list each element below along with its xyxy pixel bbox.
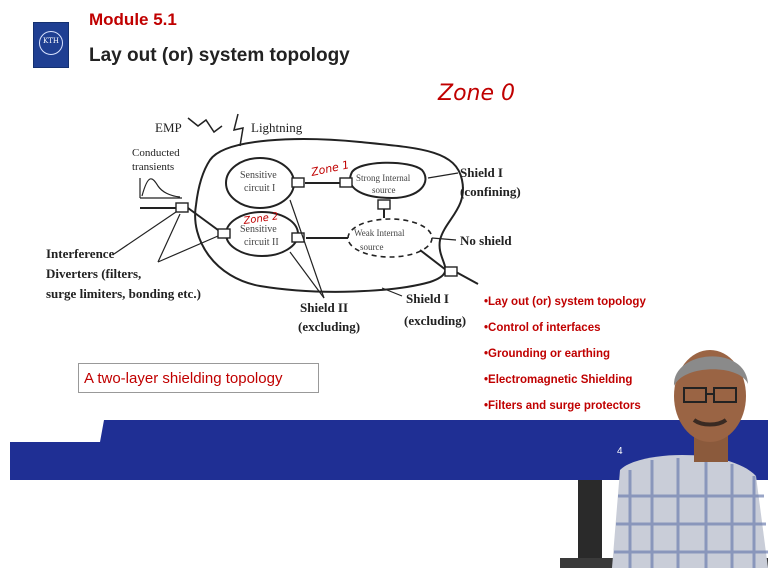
bullet-item: •Lay out (or) system topology (484, 296, 646, 308)
weak-source-line1: Weak Internal (354, 228, 405, 238)
arrow-shield1-excluding (381, 287, 403, 297)
diverters-line3: surge limiters, bonding etc.) (46, 286, 201, 301)
sensitive-circuit-1-line2: circuit I (244, 183, 275, 194)
footer-band (10, 420, 768, 480)
arrow-shield1-confining (427, 172, 459, 179)
diverter-box (291, 232, 305, 243)
emp-wave (187, 117, 223, 134)
diverter-box (444, 266, 458, 277)
diverter-box (217, 228, 231, 239)
sensitive-circuit-2-line1: Sensitive (240, 224, 277, 235)
slide-title: Lay out (or) system topology (89, 45, 350, 66)
diverter-connectors (175, 177, 458, 277)
diverter-box (291, 177, 305, 188)
diverters-line2: Diverters (filters, (46, 266, 141, 281)
arrow-no-shield (431, 237, 457, 241)
sensitive-circuit-2-line2: circuit II (244, 237, 279, 248)
module-label: Module 5.1 (89, 10, 177, 29)
diverter-box (377, 199, 391, 210)
sensitive-circuit-1-line1: Sensitive (240, 170, 277, 181)
page-number: 4 (617, 446, 623, 457)
presenter-video (560, 350, 768, 568)
outer-shield-I (194, 138, 464, 293)
strong-source-shield (349, 161, 427, 200)
no-shield-label: No shield (460, 233, 512, 248)
shield1-excluding-line1: Shield I (406, 291, 449, 306)
bullet-item: •Control of interfaces (484, 322, 601, 334)
handwritten-zone0: Zone 0 (437, 81, 515, 106)
wiring (140, 182, 479, 285)
handwritten-zone1: Zone 1 (309, 158, 350, 179)
logo-seal-icon (39, 31, 63, 55)
kth-logo: KTH (33, 22, 69, 68)
arrows-diverters (113, 211, 219, 263)
shield2-line1: Shield II (300, 300, 348, 315)
shielding-diagram: Zone 0 EMP Lightning Conducted transient… (46, 81, 521, 334)
diverter-box (175, 202, 189, 213)
conducted-label-line2: transients (132, 161, 174, 173)
bullet-item: •Filters and surge protectors (484, 400, 641, 412)
logo-text: KTH (42, 37, 59, 45)
bullet-item: •Electromagnetic Shielding (484, 374, 633, 386)
strong-source-line1: Strong Internal (356, 173, 411, 183)
diverters-line1: Interference (46, 246, 115, 261)
caption-box (78, 363, 319, 393)
shield2-line2: (excluding) (298, 319, 360, 334)
arrows-shield2 (289, 199, 325, 299)
shield1-confining-line2: (confining) (460, 184, 521, 199)
bullet-item: •Grounding or earthing (484, 348, 611, 360)
caption-text: A two-layer shielding topology (84, 370, 283, 387)
transient-waveform (139, 178, 182, 199)
conducted-label-line1: Conducted (132, 147, 180, 159)
weak-source-line2: source (360, 242, 384, 252)
shield1-excluding-line2: (excluding) (404, 313, 466, 328)
strong-source-line2: source (372, 185, 396, 195)
diverter-box (339, 177, 353, 188)
lightning-label: Lightning (251, 120, 303, 135)
lightning-bolt-icon (232, 113, 244, 147)
handwritten-zone2: Zone 2 (242, 211, 279, 227)
emp-label: EMP (155, 120, 182, 135)
shield1-confining-line1: Shield I (460, 165, 503, 180)
